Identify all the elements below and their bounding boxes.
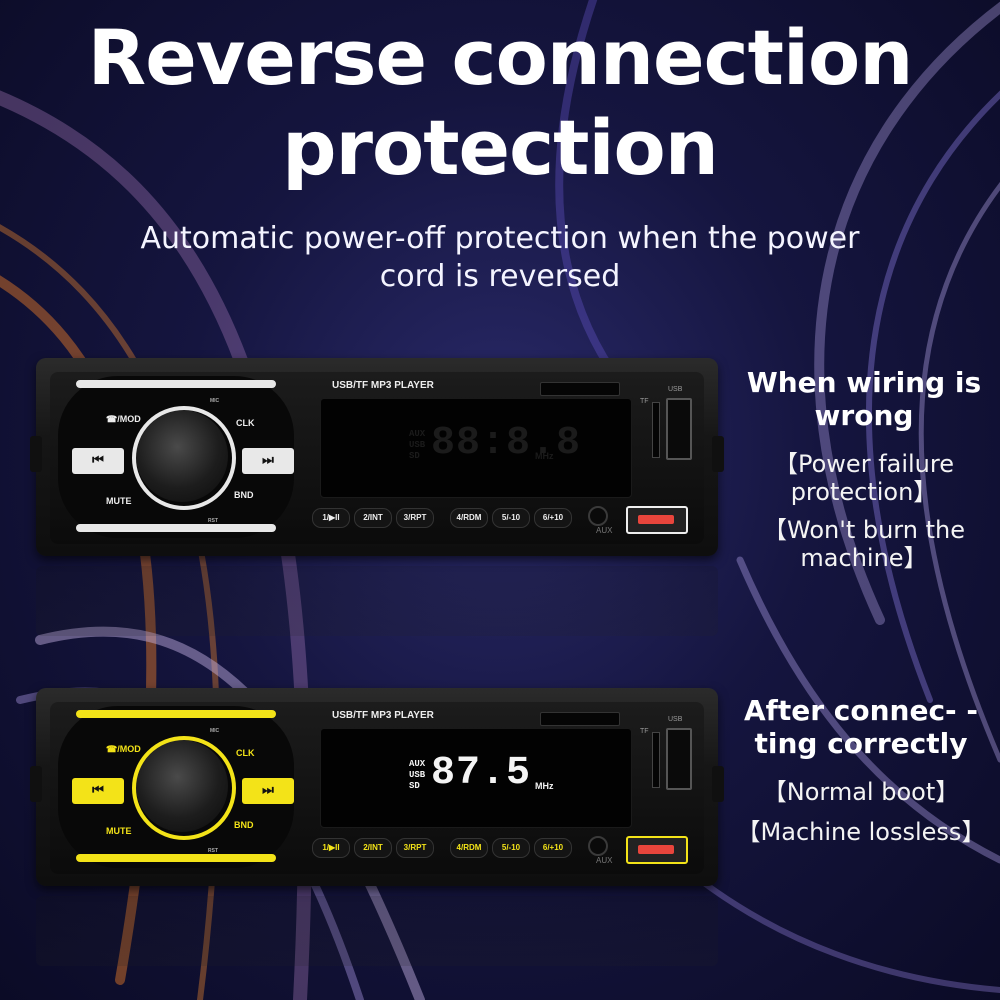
wrong-wiring-note-1: 【Power failure protection】	[774, 450, 954, 506]
side-clip	[30, 436, 42, 472]
light-strip-bottom	[76, 524, 276, 532]
correct-wiring-caption: After connec- -ting correctly 【Normal bo…	[730, 694, 992, 846]
side-clip	[30, 766, 42, 802]
next-track-button[interactable]: ⏭	[242, 448, 294, 474]
mute-label: MUTE	[106, 826, 132, 836]
preset-button-6[interactable]: 6/+10	[534, 838, 572, 858]
correct-wiring-note-2: 【Machine lossless】	[736, 818, 986, 846]
next-track-icon: ⏭	[262, 453, 274, 468]
aux-label: AUX	[596, 856, 613, 865]
tf-card-slot[interactable]	[652, 402, 660, 458]
radio-unit-on: ⏮ ⏭ ☎/MOD CLK MUTE BND MIC RST USB/TF MP…	[30, 688, 724, 886]
light-strip-top	[76, 710, 276, 718]
lcd-display: AUX USB SD 87.5 MHz	[320, 728, 632, 828]
mute-label: MUTE	[106, 496, 132, 506]
knob-ring	[132, 736, 236, 840]
cd-slot	[540, 382, 620, 396]
lcd-unit: MHz	[535, 781, 554, 791]
prev-track-icon: ⏮	[92, 783, 104, 798]
next-track-button[interactable]: ⏭	[242, 778, 294, 804]
bnd-label: BND	[234, 820, 254, 830]
lcd-sources: AUX USB SD	[409, 429, 426, 461]
usb-charge-port[interactable]	[626, 506, 688, 534]
preset-button-3[interactable]: 3/RPT	[396, 838, 434, 858]
prev-track-button[interactable]: ⏮	[72, 778, 124, 804]
usb-port-icon[interactable]	[666, 398, 692, 460]
preset-button-6[interactable]: 6/+10	[534, 508, 572, 528]
radio-reflection	[36, 566, 718, 636]
aux-label: AUX	[596, 526, 613, 535]
preset-button-4[interactable]: 4/RDM	[450, 838, 488, 858]
mod-label: ☎/MOD	[106, 414, 141, 424]
radio-unit-off: ⏮ ⏭ ☎/MOD CLK MUTE BND MIC RST USB/TF MP…	[30, 358, 724, 556]
usb-port-icon[interactable]	[666, 728, 692, 790]
rst-label: RST	[208, 518, 218, 524]
unit-title: USB/TF MP3 PLAYER	[332, 380, 434, 391]
wrong-wiring-note-2: 【Won't burn the machine】	[763, 516, 965, 572]
clk-label: CLK	[236, 418, 255, 428]
lcd-unit: MHz	[535, 451, 554, 461]
prev-track-button[interactable]: ⏮	[72, 448, 124, 474]
correct-wiring-note-1: 【Normal boot】	[762, 778, 960, 806]
preset-button-2[interactable]: 2/INT	[354, 508, 392, 528]
lcd-frequency: 87.5	[431, 751, 532, 796]
mod-label: ☎/MOD	[106, 744, 141, 754]
tf-label: TF	[640, 728, 649, 735]
wrong-wiring-heading: When wiring is wrong	[746, 366, 982, 432]
next-track-icon: ⏭	[262, 783, 274, 798]
lcd-display: AUX USB SD 88:8.8 MHz	[320, 398, 632, 498]
rst-label: RST	[208, 848, 218, 854]
knob-ring	[132, 406, 236, 510]
tf-card-slot[interactable]	[652, 732, 660, 788]
preset-button-1[interactable]: 1/▶II	[312, 508, 350, 528]
prev-track-icon: ⏮	[92, 453, 104, 468]
lcd-sources: AUX USB SD	[409, 759, 426, 791]
aux-jack-icon[interactable]	[588, 506, 608, 526]
side-clip	[712, 436, 724, 472]
light-strip-top	[76, 380, 276, 388]
wrong-wiring-caption: When wiring is wrong 【Power failure prot…	[738, 366, 990, 572]
usb-label: USB	[668, 386, 683, 393]
page-title-line2: protection	[282, 103, 719, 192]
clk-label: CLK	[236, 748, 255, 758]
aux-jack-icon[interactable]	[588, 836, 608, 856]
preset-button-1[interactable]: 1/▶II	[312, 838, 350, 858]
page-subtitle: Automatic power-off protection when the …	[140, 221, 860, 294]
correct-wiring-heading: After connec- -ting correctly	[743, 694, 979, 760]
preset-button-5[interactable]: 5/-10	[492, 508, 530, 528]
light-strip-bottom	[76, 854, 276, 862]
side-clip	[712, 766, 724, 802]
usb-label: USB	[668, 716, 683, 723]
lcd-frequency: 88:8.8	[431, 421, 582, 466]
usb-charge-port[interactable]	[626, 836, 688, 864]
radio-reflection	[36, 896, 718, 966]
bnd-label: BND	[234, 490, 254, 500]
preset-button-2[interactable]: 2/INT	[354, 838, 392, 858]
tf-label: TF	[640, 398, 649, 405]
preset-button-5[interactable]: 5/-10	[492, 838, 530, 858]
mic-label: MIC	[210, 398, 220, 404]
unit-title: USB/TF MP3 PLAYER	[332, 710, 434, 721]
mic-label: MIC	[210, 728, 220, 734]
preset-button-3[interactable]: 3/RPT	[396, 508, 434, 528]
preset-button-4[interactable]: 4/RDM	[450, 508, 488, 528]
cd-slot	[540, 712, 620, 726]
page-title-line1: Reverse connection	[87, 13, 914, 102]
